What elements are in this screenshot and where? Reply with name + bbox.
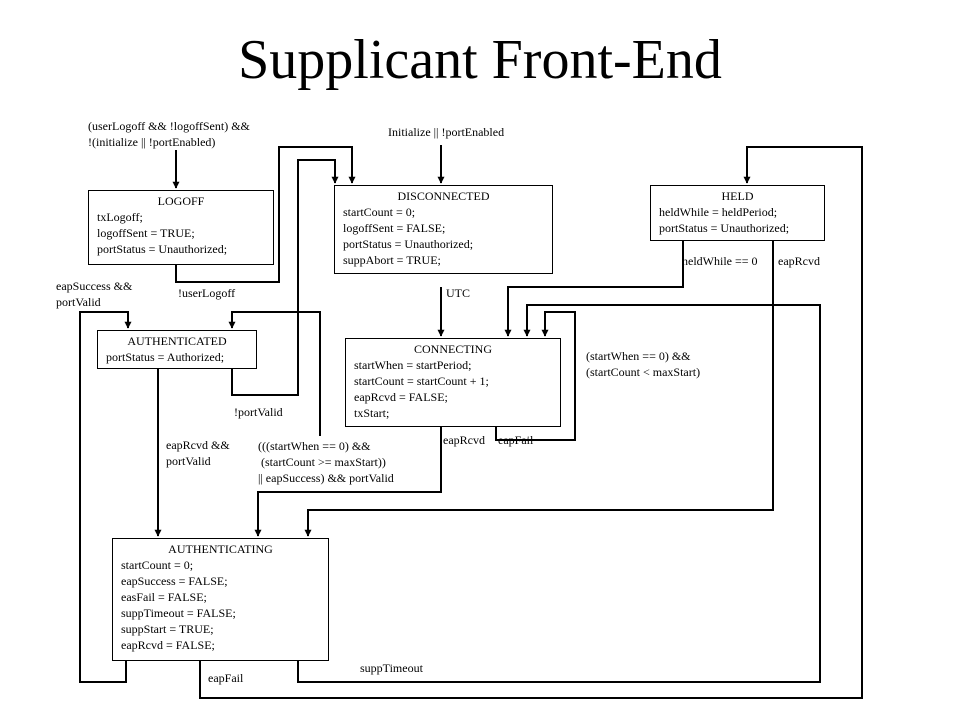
label-utc: UTC — [446, 286, 470, 300]
label-held-eaprcvd: eapRcvd — [778, 254, 820, 268]
state-disconnected-line: logoffSent = FALSE; — [343, 221, 446, 235]
label-auth-fail: eapFail — [208, 671, 244, 685]
state-logoff-line: logoffSent = TRUE; — [97, 226, 195, 240]
state-logoff-line: portStatus = Unauthorized; — [97, 242, 228, 256]
state-logoff-name: LOGOFF — [157, 194, 205, 208]
state-connecting: CONNECTING startWhen = startPeriod; star… — [345, 338, 561, 427]
label-to-disconnected: Initialize || !portEnabled — [388, 125, 505, 139]
arrow-connecting-retry — [495, 311, 576, 441]
state-authenticated-name: AUTHENTICATED — [127, 334, 227, 348]
state-disconnected-line: suppAbort = TRUE; — [343, 253, 441, 267]
state-logoff: LOGOFF txLogoff; logoffSent = TRUE; port… — [88, 190, 274, 265]
label-rcvd-valid: eapRcvd && portValid — [166, 437, 230, 469]
label-line: !(initialize || !portEnabled) — [88, 135, 216, 149]
state-connecting-line: eapRcvd = FALSE; — [354, 390, 448, 404]
state-held-line: portStatus = Unauthorized; — [659, 221, 790, 235]
label-user-logoff: !userLogoff — [178, 286, 236, 300]
state-authenticating-line: easFail = FALSE; — [121, 590, 207, 604]
arrow-connecting-to-authenticating — [254, 426, 442, 537]
label-to-logoff: (userLogoff && !logoffSent) && !(initial… — [88, 118, 250, 150]
state-disconnected: DISCONNECTED startCount = 0; logoffSent … — [334, 185, 553, 274]
state-authenticated: AUTHENTICATED portStatus = Authorized; — [97, 330, 257, 369]
label-line: (startCount < maxStart) — [586, 365, 701, 379]
state-disconnected-name: DISCONNECTED — [397, 189, 490, 203]
state-connecting-line: startCount = startCount + 1; — [354, 374, 489, 388]
state-authenticating: AUTHENTICATING startCount = 0; eapSucces… — [112, 538, 329, 661]
label-supp-timeout: suppTimeout — [360, 661, 423, 675]
label-maxstart: (((startWhen == 0) && (startCount >= max… — [258, 438, 394, 486]
arrow-held-to-connecting — [504, 240, 684, 337]
state-connecting-line: txStart; — [354, 406, 390, 420]
label-line: (startWhen == 0) && — [586, 349, 691, 363]
state-disconnected-line: portStatus = Unauthorized; — [343, 237, 474, 251]
state-held-name: HELD — [721, 189, 754, 203]
state-authenticating-line: suppTimeout = FALSE; — [121, 606, 236, 620]
state-authenticating-line: eapSuccess = FALSE; — [121, 574, 228, 588]
state-disconnected-line: startCount = 0; — [343, 205, 416, 219]
state-held-line: heldWhile = heldPeriod; — [659, 205, 778, 219]
label-retry: (startWhen == 0) && (startCount < maxSta… — [586, 348, 700, 380]
state-connecting-line: startWhen = startPeriod; — [354, 358, 472, 372]
label-line: || eapSuccess) && portValid — [258, 471, 394, 485]
arrow-logoff-to-disconnected — [175, 146, 356, 283]
state-connecting-name: CONNECTING — [414, 342, 492, 356]
state-authenticated-line: portStatus = Authorized; — [106, 350, 225, 364]
state-authenticating-line: startCount = 0; — [121, 558, 194, 572]
label-line: (((startWhen == 0) && — [258, 439, 371, 453]
label-connecting-eaprcvd: eapRcvd — [443, 433, 485, 447]
state-authenticating-name: AUTHENTICATING — [168, 542, 273, 556]
state-held: HELD heldWhile = heldPeriod; portStatus … — [650, 185, 825, 241]
page-title: Supplicant Front-End — [238, 29, 722, 91]
arrow-authenticating-to-authenticated — [79, 311, 132, 683]
state-authenticating-line: suppStart = TRUE; — [121, 622, 214, 636]
label-held-zero: heldWhile == 0 — [682, 254, 758, 268]
state-logoff-line: txLogoff; — [97, 210, 143, 224]
state-authenticating-line: eapRcvd = FALSE; — [121, 638, 215, 652]
label-line: (userLogoff && !logoffSent) && — [88, 119, 250, 133]
label-line: eapRcvd && — [166, 438, 230, 452]
label-line: eapSuccess && — [56, 279, 133, 293]
label-line: portValid — [166, 454, 211, 468]
label-port-valid: !portValid — [234, 405, 283, 419]
arrow-connecting-to-authenticated — [228, 311, 321, 436]
arrow-authenticating-fail-to-held — [199, 146, 863, 699]
label-line: portValid — [56, 295, 101, 309]
arrow-authenticating-timeout-to-connecting — [297, 304, 821, 683]
arrow-held-to-authenticating — [304, 240, 774, 537]
label-connecting-eapfail: eapFail — [498, 433, 534, 447]
label-line: (startCount >= maxStart)) — [258, 455, 386, 469]
arrow-authenticated-to-disconnected — [231, 159, 339, 396]
label-success-valid: eapSuccess && portValid — [56, 278, 132, 310]
